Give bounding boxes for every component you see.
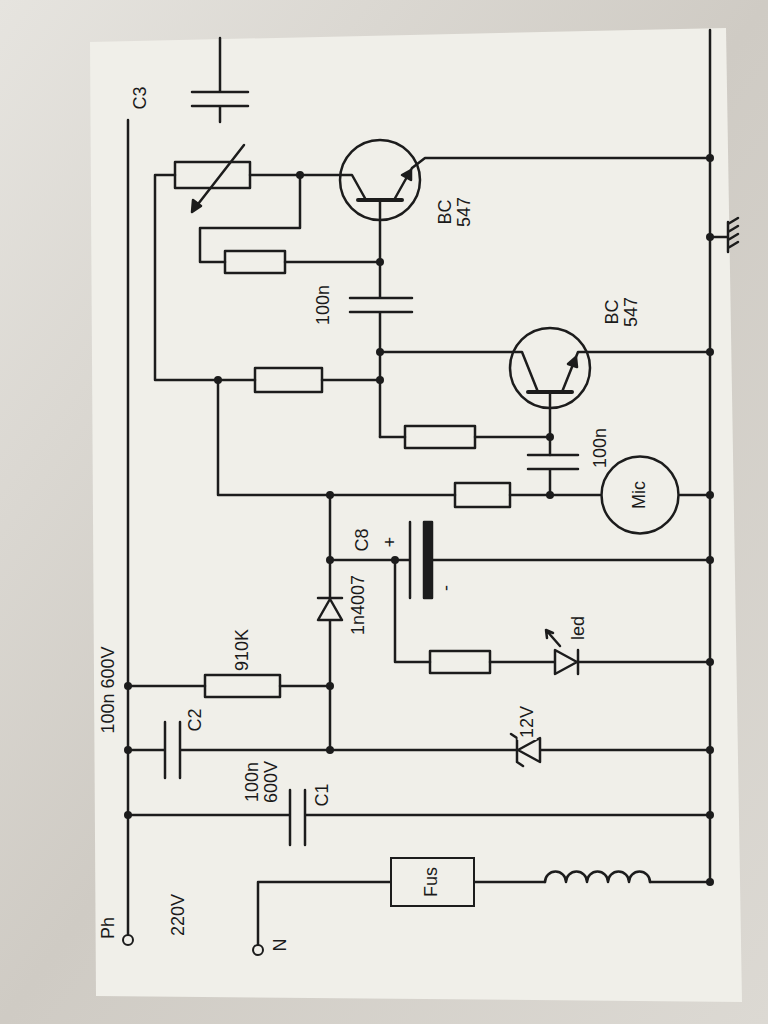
transistor-leads: [380, 352, 710, 455]
junction-dot: [326, 746, 334, 754]
component-label: 1n4007: [349, 573, 368, 637]
junction-dot: [326, 556, 334, 564]
junction-dot: [546, 433, 554, 441]
arrow-head: [192, 200, 201, 212]
ground-symbol: [710, 218, 738, 252]
neutral-wire: [258, 882, 710, 945]
junction-dot: [706, 233, 714, 241]
led-wire: [395, 560, 710, 674]
junction-dot: [706, 154, 714, 162]
capacitor-symbol: [128, 722, 710, 778]
transistor-leads: [300, 158, 710, 262]
component-label: 100n 600V: [99, 644, 118, 735]
junction-dot: [706, 491, 714, 499]
paper-sheet: [90, 28, 742, 1002]
terminal: [123, 935, 133, 945]
junction-dot: [326, 682, 334, 690]
component-label: BC 547: [603, 292, 641, 332]
junction-dot: [706, 878, 714, 886]
capacitor-plate: [424, 522, 432, 598]
component-label: 12V: [518, 704, 537, 740]
component-label: 910K: [233, 627, 252, 673]
capacitor-symbol: [128, 790, 710, 845]
bias-wire: [155, 175, 330, 495]
component-label: led: [569, 614, 588, 642]
capacitor-symbol: [330, 522, 710, 598]
junction-dots: [124, 154, 714, 886]
component-label: C1: [313, 781, 332, 808]
node-text: Fus: [422, 867, 442, 897]
component-label: 100n: [314, 283, 333, 327]
junction-dot: [706, 348, 714, 356]
microphone-circle: [602, 457, 679, 534]
microphone-symbol: Mic: [600, 455, 680, 535]
component-label: C2: [186, 706, 205, 733]
junction-dot: [326, 491, 334, 499]
component-label: BC 547: [436, 192, 474, 232]
resistor-symbol: [405, 426, 475, 448]
capacitor-symbol: [192, 38, 248, 122]
resistor-wire: [128, 685, 330, 688]
component-label: N: [271, 937, 290, 954]
resistor-wire: [200, 175, 380, 262]
light-arrow: [546, 630, 560, 646]
junction-dot: [546, 491, 554, 499]
zener-symbol: [518, 738, 540, 762]
component-label: Ph: [99, 915, 118, 941]
junction-dot: [296, 171, 304, 179]
component-label: 220V: [169, 892, 188, 938]
coil-symbol: [545, 872, 650, 883]
junction-dot: [706, 746, 714, 754]
junction-dot: [706, 811, 714, 819]
diode-wire: [318, 495, 342, 750]
potentiometer-arrow: [195, 145, 244, 208]
junction-dot: [376, 376, 384, 384]
wires: [128, 30, 738, 945]
resistor-wire: [218, 379, 380, 382]
component-label: -: [437, 583, 456, 593]
junction-dot: [124, 746, 132, 754]
fuse-box: Fus: [390, 857, 475, 907]
terminal: [253, 945, 263, 955]
diode-symbol: [318, 599, 342, 620]
emitter-arrow: [568, 357, 577, 367]
capacitor-symbol: [350, 262, 412, 437]
component-label: 100n 600V: [243, 757, 281, 807]
capacitor-symbol: [528, 455, 578, 495]
component-label: +: [381, 535, 400, 550]
junction-dot: [391, 556, 399, 564]
resistor-symbol: [430, 651, 490, 673]
junction-dot: [124, 682, 132, 690]
junction-dot: [124, 811, 132, 819]
resistor-symbol: [455, 483, 510, 507]
resistor-symbol: [255, 368, 322, 392]
component-label: C8: [353, 526, 372, 553]
component-label: C3: [131, 84, 150, 111]
component-label: 100n: [591, 426, 610, 470]
resistor-symbol: [225, 251, 285, 273]
emitter-arrow: [402, 170, 411, 180]
junction-dot: [706, 556, 714, 564]
resistor-symbol: [205, 675, 280, 697]
node-text: Mic: [630, 481, 650, 509]
junction-dot: [376, 258, 384, 266]
junction-dot: [706, 658, 714, 666]
junction-dot: [214, 376, 222, 384]
led-symbol: [555, 650, 577, 674]
junction-dot: [376, 348, 384, 356]
